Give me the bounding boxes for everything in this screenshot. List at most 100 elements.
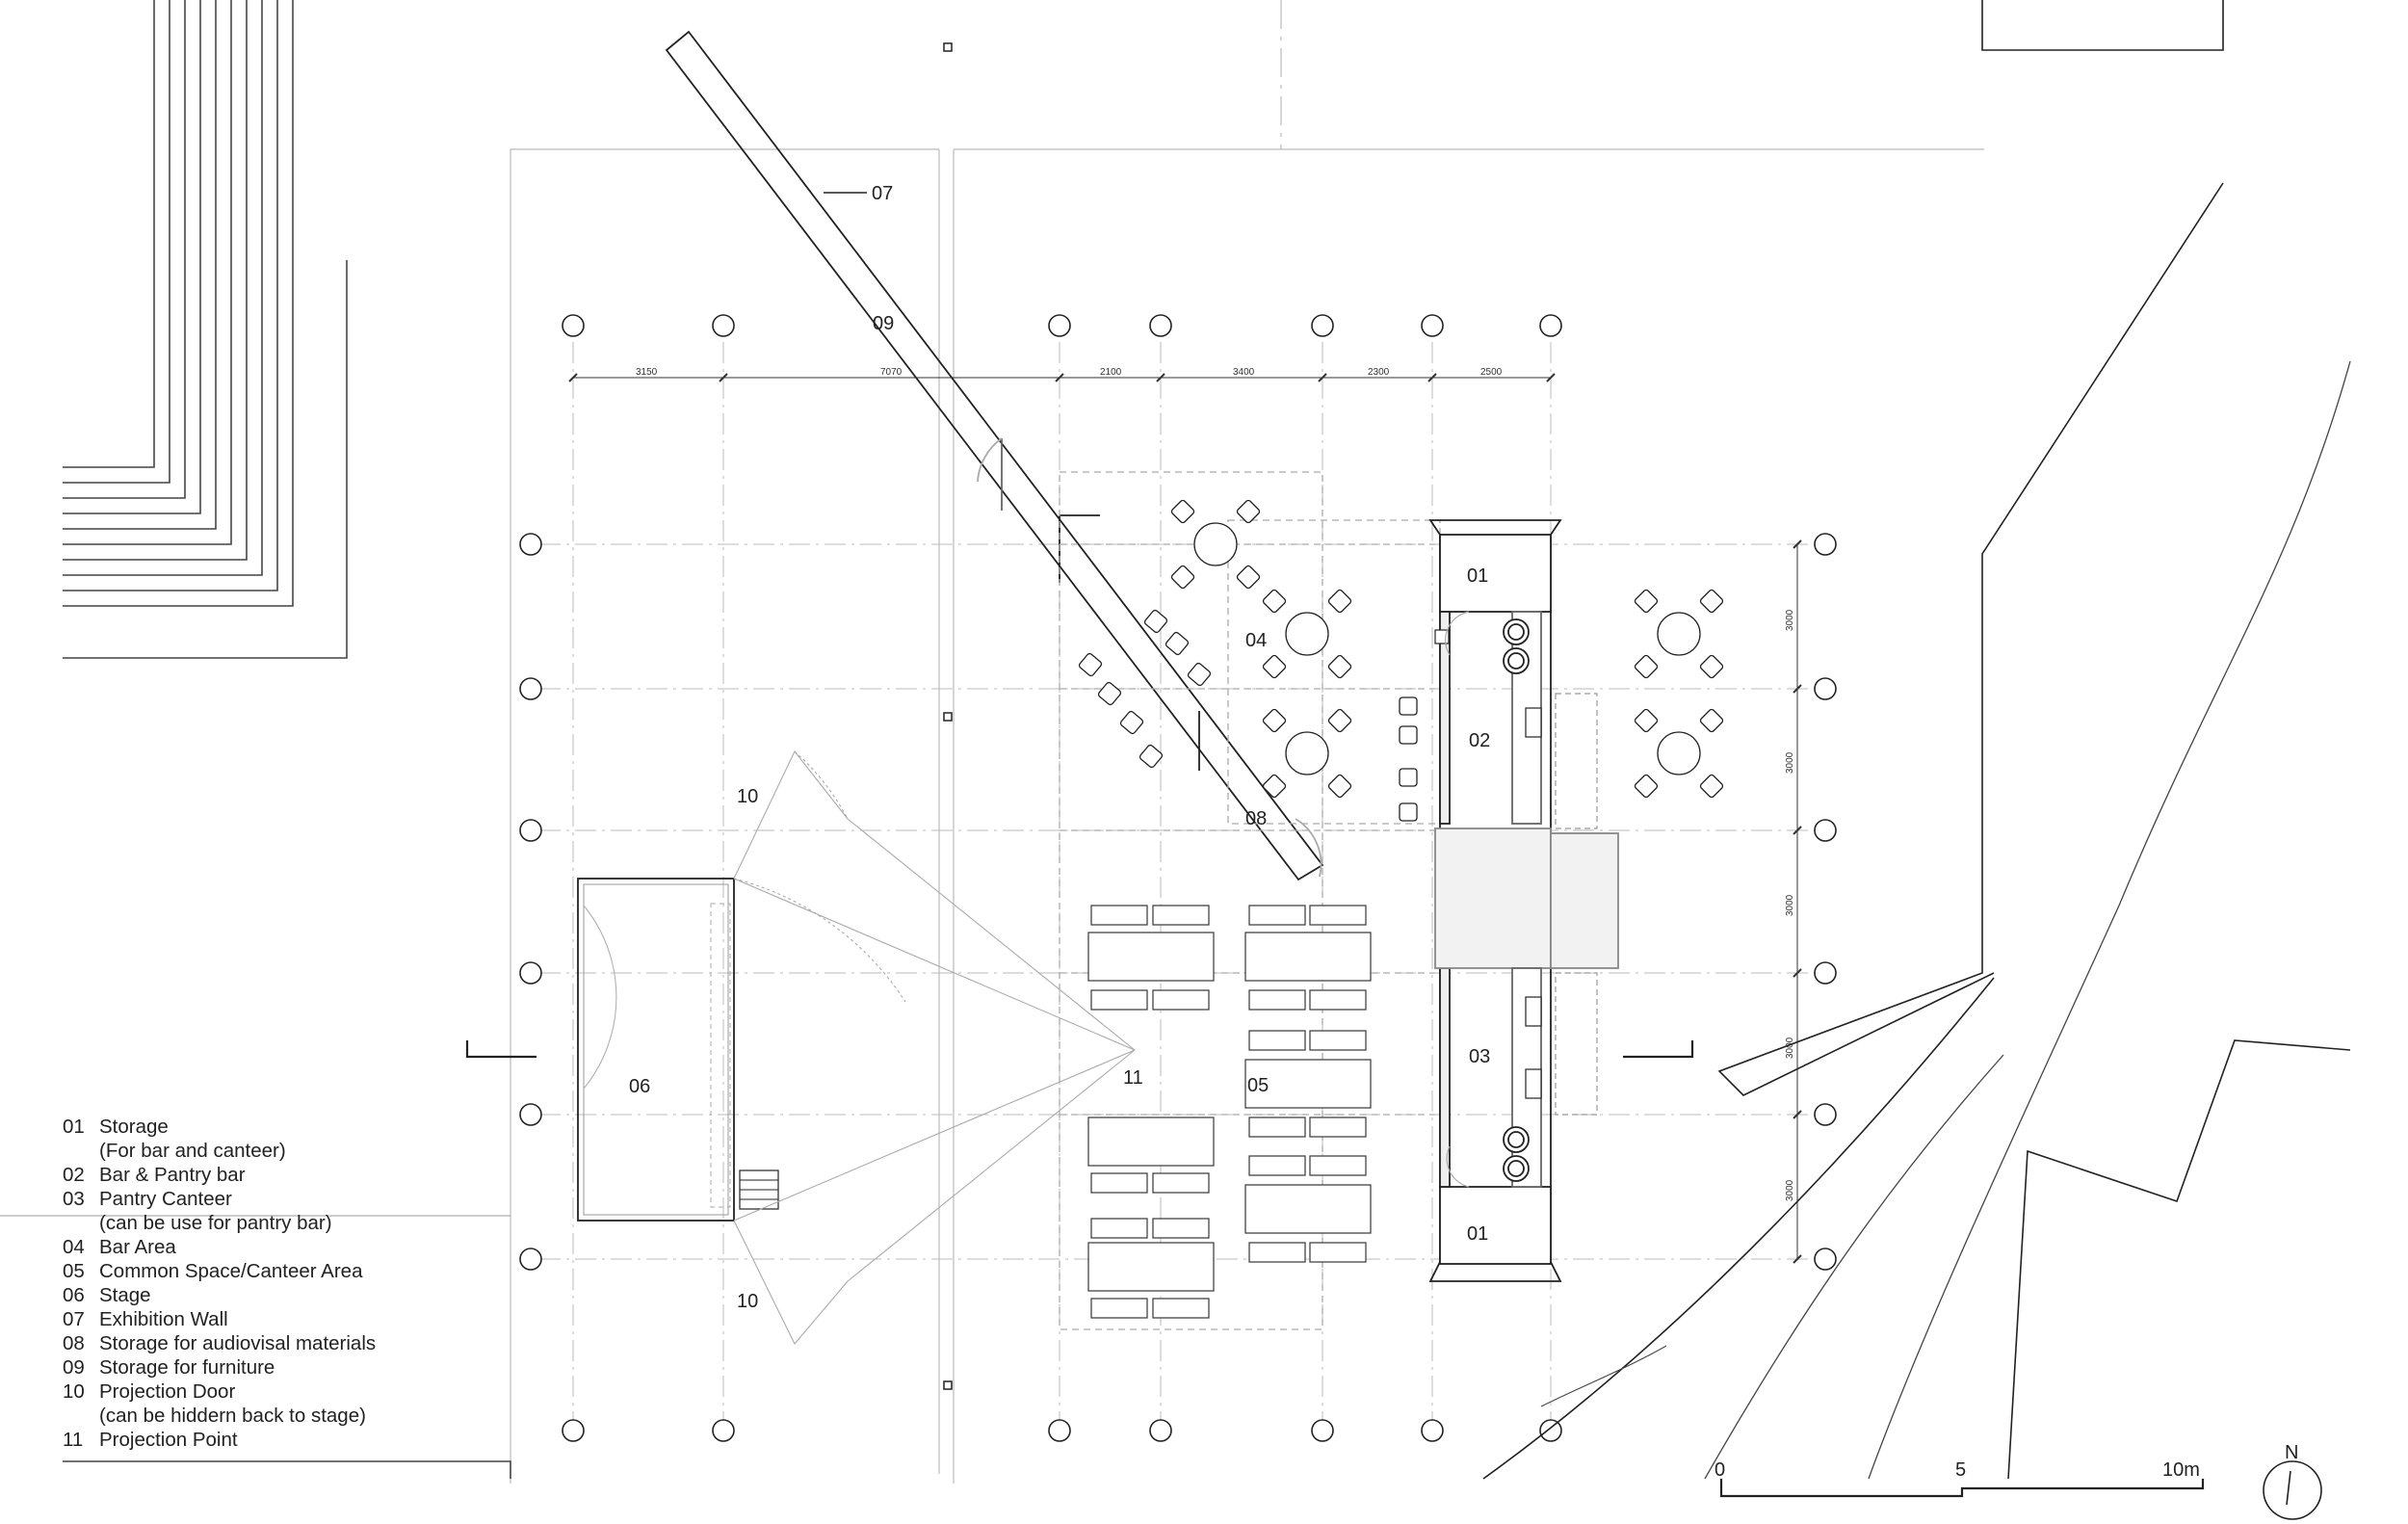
dining-table <box>1244 1059 1372 1109</box>
bar-stool <box>1097 681 1122 706</box>
bar-stool <box>1399 725 1418 745</box>
survey-markers <box>943 42 953 1390</box>
terrace-step-line <box>63 0 217 530</box>
scale-label-0: 0 <box>1714 1459 1725 1481</box>
bar-stool <box>1165 631 1190 656</box>
dimension-tick <box>1318 373 1327 382</box>
dimension-tick <box>719 373 728 382</box>
grid-marker <box>1149 1419 1172 1442</box>
chair <box>1634 654 1659 679</box>
dim-top-1: 3150 <box>636 367 658 378</box>
grid-marker <box>1149 314 1172 337</box>
bar-area-tables <box>1170 499 1352 799</box>
chair <box>1699 708 1724 733</box>
legend-number: 03 <box>63 1188 85 1210</box>
scale-bar <box>1719 1479 2205 1498</box>
dining-table <box>1244 1184 1372 1234</box>
grid-marker <box>1421 314 1444 337</box>
chair <box>1327 654 1352 679</box>
legend-number: 06 <box>63 1284 85 1306</box>
legend-text: Bar & Pantry bar <box>99 1164 246 1186</box>
chair <box>1262 654 1287 679</box>
chair <box>1262 708 1287 733</box>
legend-number: 07 <box>63 1308 85 1330</box>
label-06: 06 <box>629 1076 650 1097</box>
grid-marker <box>519 677 542 700</box>
chair <box>1262 589 1287 614</box>
chair <box>1170 499 1195 524</box>
grid-marker <box>1814 819 1837 842</box>
bench <box>1309 1155 1367 1176</box>
round-table <box>1657 612 1701 656</box>
grid-marker <box>519 819 542 842</box>
round-table <box>1285 612 1329 656</box>
legend-number: 10 <box>63 1380 85 1403</box>
chair <box>1170 565 1195 590</box>
dim-right-4: 3000 <box>1785 1037 1795 1059</box>
dim-top-3: 2100 <box>1100 367 1122 378</box>
legend-item: 04 Bar Area <box>63 1235 376 1259</box>
dimension-tick <box>1793 684 1802 694</box>
terrace-steps <box>63 0 348 659</box>
terrace-step-line <box>63 0 263 576</box>
terrace-step-line <box>63 0 248 561</box>
grid-marker <box>519 533 542 556</box>
dim-top-6: 2500 <box>1480 367 1503 378</box>
terrace-step-line <box>63 0 155 468</box>
grid-marker <box>1539 314 1562 337</box>
bench <box>1090 1218 1148 1239</box>
dimension-tick <box>1793 826 1802 835</box>
legend-text: Storage for audiovisal materials <box>99 1332 377 1354</box>
bench <box>1248 989 1306 1011</box>
legend-text: Storage <box>99 1116 169 1138</box>
chair <box>1327 774 1352 799</box>
grid-marker <box>1421 1419 1444 1442</box>
site-boundary <box>510 0 1984 1484</box>
dim-right-5: 3000 <box>1785 1179 1795 1201</box>
label-02: 02 <box>1469 730 1490 751</box>
bench <box>1152 1218 1210 1239</box>
grid-marker <box>1814 1103 1837 1126</box>
chair <box>1634 589 1659 614</box>
bench <box>1248 1117 1306 1138</box>
grid-marker <box>1814 533 1837 556</box>
dimension-tick <box>1793 1254 1802 1264</box>
dimension-tick <box>1427 373 1437 382</box>
dim-top-2: 7070 <box>880 367 903 378</box>
service-block <box>1428 519 1619 1282</box>
dining-table <box>1087 1117 1215 1167</box>
label-10-top: 10 <box>737 786 758 807</box>
bench <box>1090 905 1148 926</box>
dim-right-2: 3000 <box>1785 751 1795 774</box>
bar-stool <box>1119 710 1144 735</box>
dim-top-5: 2300 <box>1368 367 1390 378</box>
section-cut-markers <box>465 1040 1694 1059</box>
outdoor-tables <box>1634 589 1724 799</box>
legend-number: 02 <box>63 1164 85 1186</box>
chair <box>1634 708 1659 733</box>
scale-label-10m: 10m <box>2162 1459 2200 1481</box>
bar-stool <box>1399 768 1418 787</box>
chair <box>1327 589 1352 614</box>
bar-stool <box>1399 696 1418 716</box>
label-11: 11 <box>1123 1067 1143 1089</box>
legend-number: 08 <box>63 1332 85 1354</box>
legend-baseline <box>63 1460 511 1479</box>
legend-text: Bar Area <box>99 1236 176 1258</box>
legend-number: 11 <box>63 1429 84 1451</box>
grid-marker <box>712 1419 735 1442</box>
dimension-tick <box>1055 373 1064 382</box>
legend-number: 04 <box>63 1236 85 1258</box>
round-table <box>1193 522 1238 566</box>
dim-top-4: 3400 <box>1233 367 1255 378</box>
grid-marker <box>1814 961 1837 985</box>
terrace-step-line <box>63 260 348 659</box>
legend-item: 08 Storage for audiovisal materials <box>63 1331 376 1355</box>
